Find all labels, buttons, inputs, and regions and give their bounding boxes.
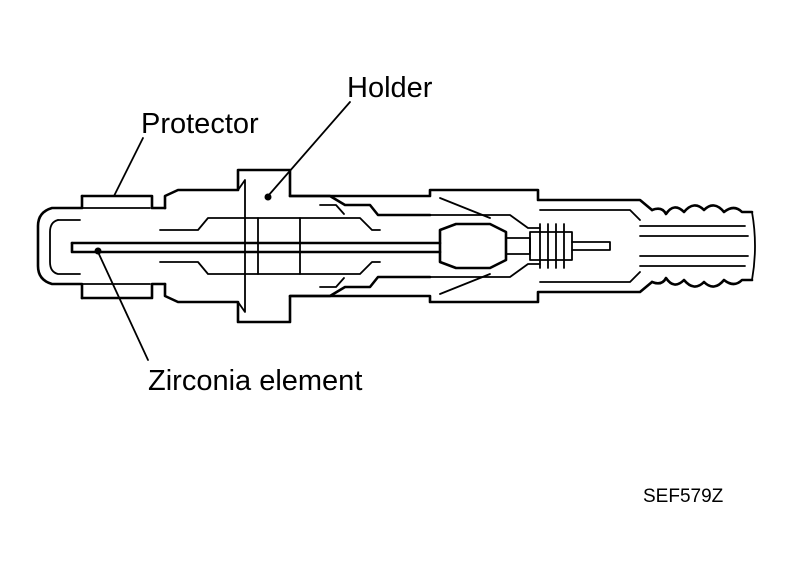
protector-label: Protector (141, 108, 259, 140)
zirconia-element-shape (70, 241, 442, 254)
protector-shape (36, 194, 167, 300)
terminal-shape (438, 222, 611, 270)
holder-label: Holder (347, 72, 433, 104)
leader-lines (94, 101, 351, 361)
zirconia-element-label: Zirconia element (148, 365, 363, 397)
holder-shape (159, 168, 432, 324)
cable-shape (639, 204, 756, 288)
housing-shape (288, 188, 654, 304)
figure-code: SEF579Z (643, 486, 724, 507)
